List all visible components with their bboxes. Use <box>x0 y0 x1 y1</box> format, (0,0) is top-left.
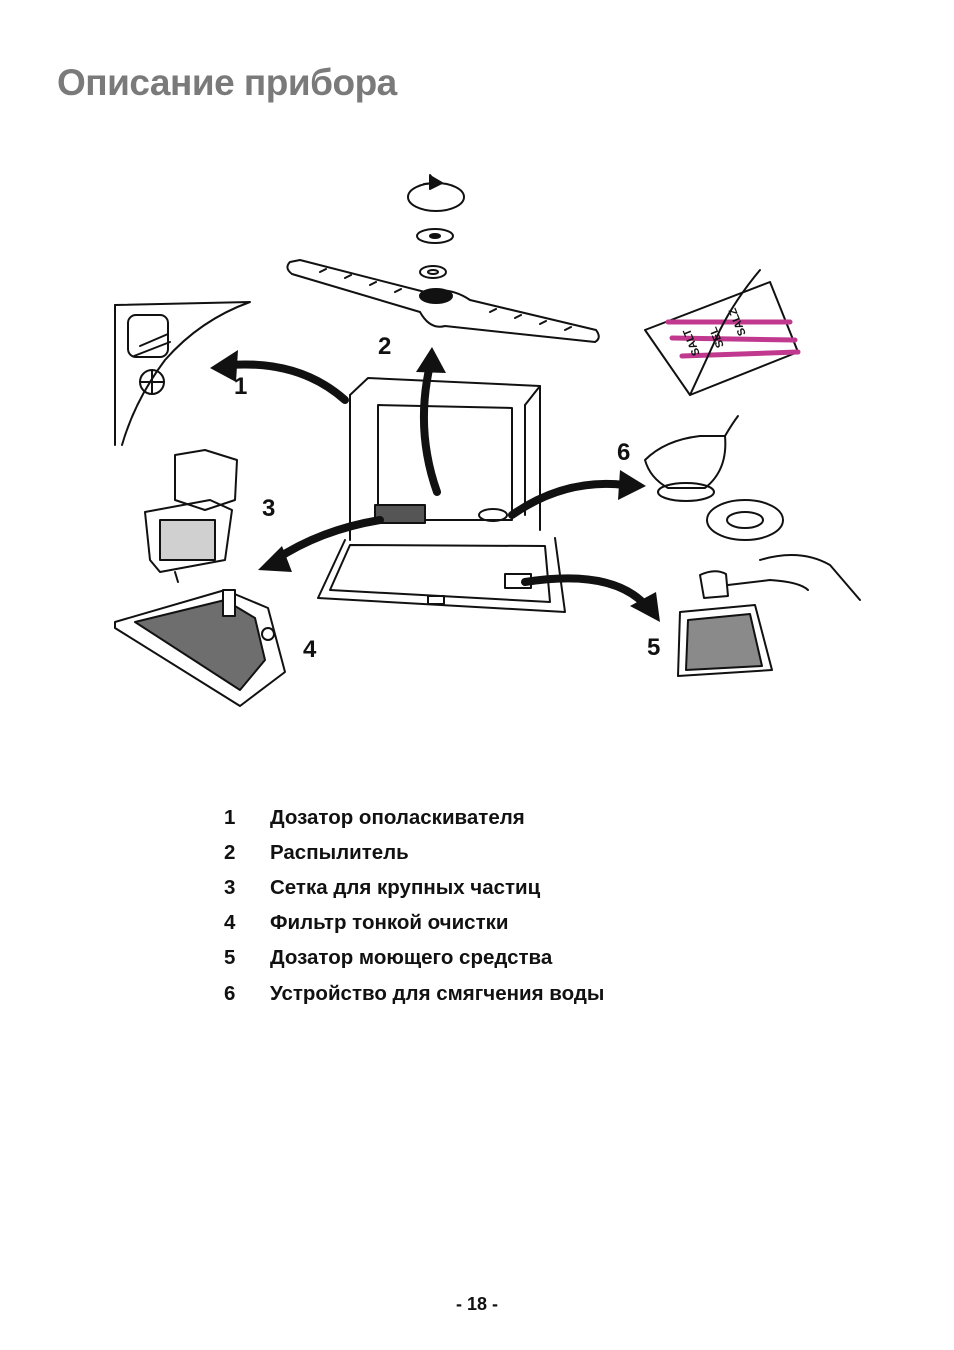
legend-label: Распылитель <box>270 840 409 864</box>
legend-item: 2 Распылитель <box>224 835 604 870</box>
legend-number: 3 <box>224 875 236 899</box>
legend-label: Дозатор ополаскивателя <box>270 805 525 829</box>
callout-6: 6 <box>617 439 630 466</box>
legend-item: 3 Сетка для крупных частиц <box>224 870 604 905</box>
rinse-aid-dispenser-illustration <box>114 301 251 446</box>
spray-arm-washers <box>416 228 454 279</box>
dishwasher-illustration <box>317 377 566 613</box>
legend-number: 5 <box>224 946 236 970</box>
callout-2: 2 <box>378 333 391 360</box>
fine-filter-illustration <box>114 589 286 707</box>
parts-legend: 1 Дозатор ополаскивателя 2 Распылитель 3 Се… <box>224 800 604 1011</box>
legend-label: Фильтр тонкой очистки <box>270 911 509 935</box>
legend-number: 6 <box>224 981 236 1005</box>
detergent-dispenser-illustration <box>677 554 861 677</box>
legend-item: 5 Дозатор моющего средства <box>224 941 604 976</box>
legend-label: Устройство для смягчения воды <box>270 981 605 1005</box>
legend-number: 1 <box>224 805 236 829</box>
legend-item: 4 Фильтр тонкой очистки <box>224 906 604 941</box>
legend-item: 6 Устройство для смягчения воды <box>224 976 604 1011</box>
legend-item: 1 Дозатор ополаскивателя <box>224 800 604 835</box>
salt-container-illustration <box>644 269 801 541</box>
legend-number: 2 <box>224 840 236 864</box>
rotation-icon <box>407 174 465 212</box>
appliance-diagram: SALT SEL SALZ 1 2 3 4 5 6 <box>114 174 861 707</box>
callout-3: 3 <box>262 495 275 522</box>
callout-4: 4 <box>303 636 317 663</box>
callout-1: 1 <box>234 373 247 400</box>
legend-number: 4 <box>224 911 236 935</box>
page-number: - 18 - <box>455 1294 498 1314</box>
callout-arrows <box>226 360 652 612</box>
page-title: Описание прибора <box>57 62 397 103</box>
spray-arm <box>286 259 600 343</box>
callout-5: 5 <box>647 634 660 661</box>
legend-label: Сетка для крупных частиц <box>270 875 541 899</box>
legend-label: Дозатор моющего средства <box>270 946 553 970</box>
coarse-filter-illustration <box>144 449 238 583</box>
